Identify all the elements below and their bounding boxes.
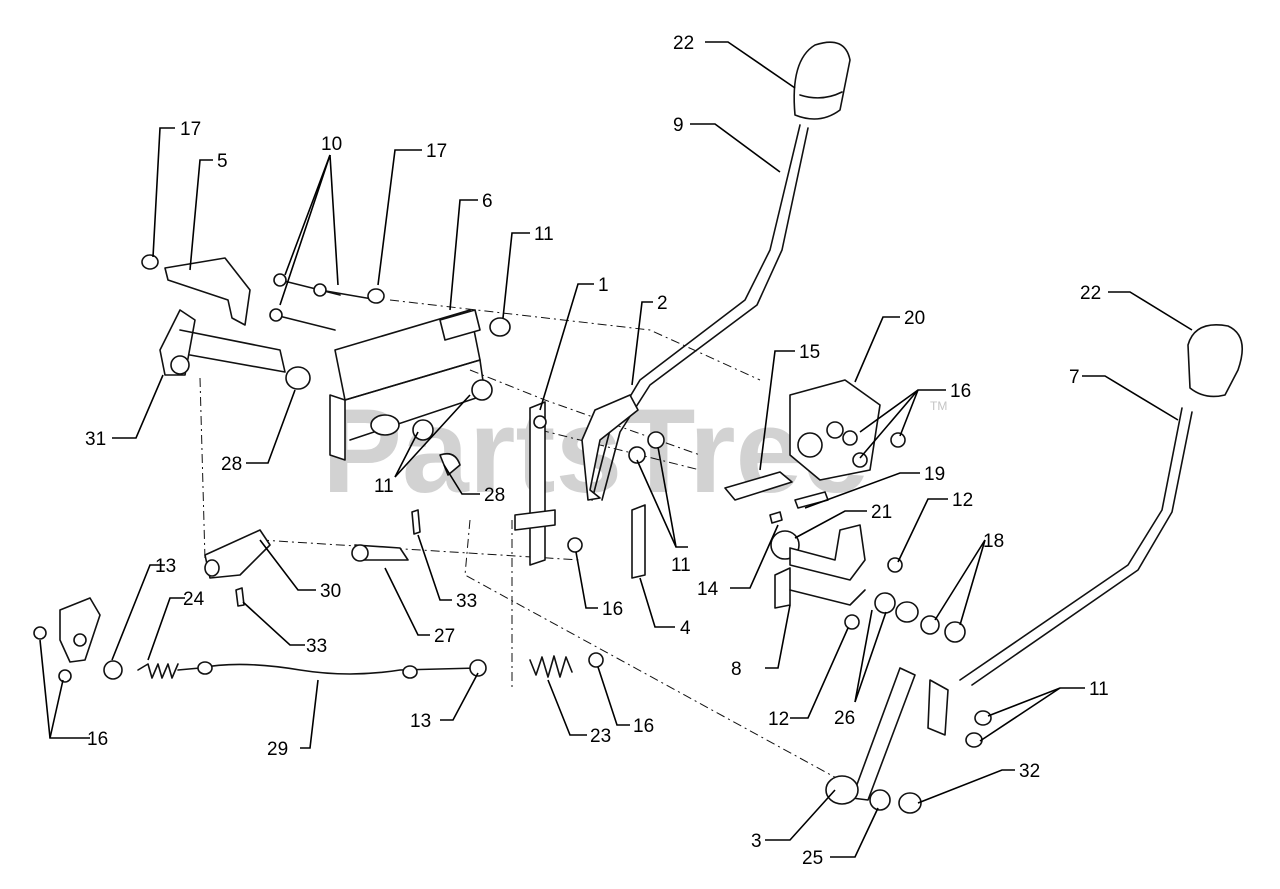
callout-20: 20 (904, 308, 925, 329)
callout-16a: 16 (950, 381, 971, 402)
callout-27: 27 (434, 626, 455, 647)
callout-1: 1 (598, 275, 609, 296)
part-shift-guide (581, 394, 665, 579)
watermark-tm: TM (930, 399, 947, 413)
callout-11d: 11 (1089, 679, 1109, 700)
callout-13a: 13 (155, 556, 176, 577)
callout-17b: 17 (426, 141, 447, 162)
part-pivot-arm (141, 254, 311, 390)
callout-5: 5 (217, 151, 228, 172)
callout-12a: 12 (952, 490, 973, 511)
callout-19: 19 (924, 464, 945, 485)
callout-13b: 13 (410, 711, 431, 732)
callout-22a: 22 (673, 33, 694, 54)
part-main-bracket (329, 309, 511, 476)
callout-25: 25 (802, 848, 823, 869)
leader-lines (39, 41, 1193, 858)
callout-11c: 11 (671, 555, 691, 576)
callout-15: 15 (799, 342, 820, 363)
callout-4: 4 (680, 618, 691, 639)
part-handle-grip-upper (793, 41, 851, 120)
callout-16d: 16 (633, 716, 654, 737)
callout-labels: 22 9 17 5 10 17 6 11 1 2 15 20 16 22 7 3… (85, 33, 1109, 869)
callout-26: 26 (834, 708, 855, 729)
part-lever-arm (825, 667, 992, 814)
callout-10: 10 (321, 134, 342, 155)
part-shift-lever-right (959, 407, 1193, 686)
callout-17a: 17 (180, 119, 201, 140)
callout-6: 6 (482, 191, 493, 212)
callout-24: 24 (183, 589, 205, 610)
callout-31: 31 (85, 429, 106, 450)
part-idler-arm (204, 509, 421, 607)
callout-11a: 11 (534, 224, 554, 245)
part-bolts (269, 273, 385, 331)
callout-9: 9 (673, 115, 684, 136)
callout-30: 30 (320, 581, 341, 602)
callout-7: 7 (1069, 367, 1080, 388)
callout-32: 32 (1019, 761, 1040, 782)
callout-28b: 28 (484, 485, 505, 506)
callout-23: 23 (590, 726, 611, 747)
callout-2: 2 (657, 293, 668, 314)
part-handle-grip-lower (1187, 324, 1244, 398)
callout-29: 29 (267, 739, 288, 760)
callout-12b: 12 (768, 709, 789, 730)
callout-22b: 22 (1080, 283, 1101, 304)
callout-28a: 28 (221, 454, 242, 475)
callout-8: 8 (731, 659, 742, 680)
callout-16b: 16 (602, 599, 623, 620)
callout-33b: 33 (306, 636, 327, 657)
callout-16c: 16 (87, 729, 108, 750)
callout-14: 14 (697, 579, 719, 600)
callout-21: 21 (871, 502, 892, 523)
callout-18: 18 (983, 531, 1004, 552)
callout-3: 3 (751, 831, 762, 852)
part-valve-block (789, 379, 906, 481)
part-shift-lever-left (591, 124, 809, 501)
part-control-rod (33, 597, 604, 683)
part-guide-plate (514, 401, 583, 566)
callout-33a: 33 (456, 591, 477, 612)
callout-11b: 11 (374, 476, 394, 497)
